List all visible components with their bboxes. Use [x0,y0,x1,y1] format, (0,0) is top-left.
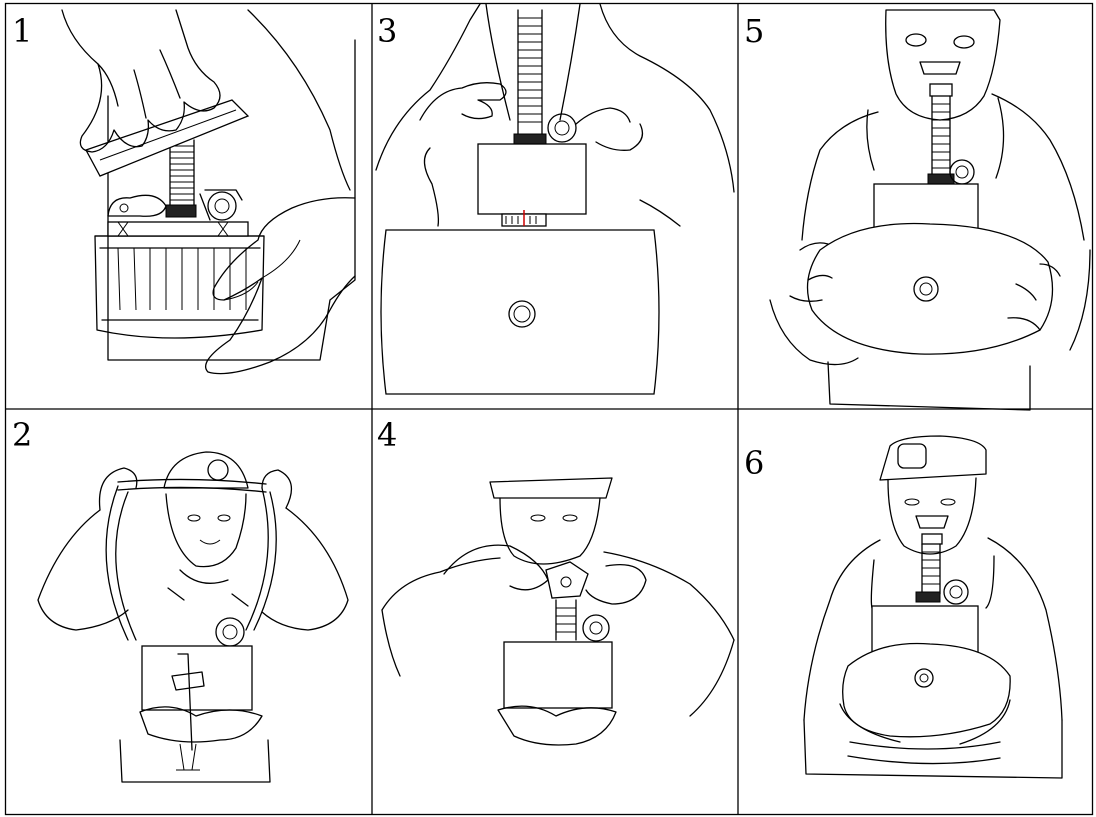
panel-1: 1 [12,10,355,374]
person-bag-illustration [770,10,1090,410]
panel-number: 2 [12,416,32,454]
person-mouthpiece-illustration [382,478,734,745]
panel-number: 3 [377,12,397,50]
panel-number: 4 [377,416,397,454]
person-hose-illustration [376,4,734,394]
panel-4: 4 [377,416,734,745]
panel-number: 1 [12,12,32,50]
panel-number: 6 [744,444,764,482]
panel-3: 3 [376,4,734,394]
apparatus-case-illustration [62,10,355,374]
panel-2: 2 [12,416,348,782]
panel-number: 5 [744,12,764,50]
panel-6: 6 [744,436,1062,778]
person-donned-illustration [804,436,1062,778]
panel-5: 5 [744,10,1090,410]
person-strap-illustration [38,452,348,782]
